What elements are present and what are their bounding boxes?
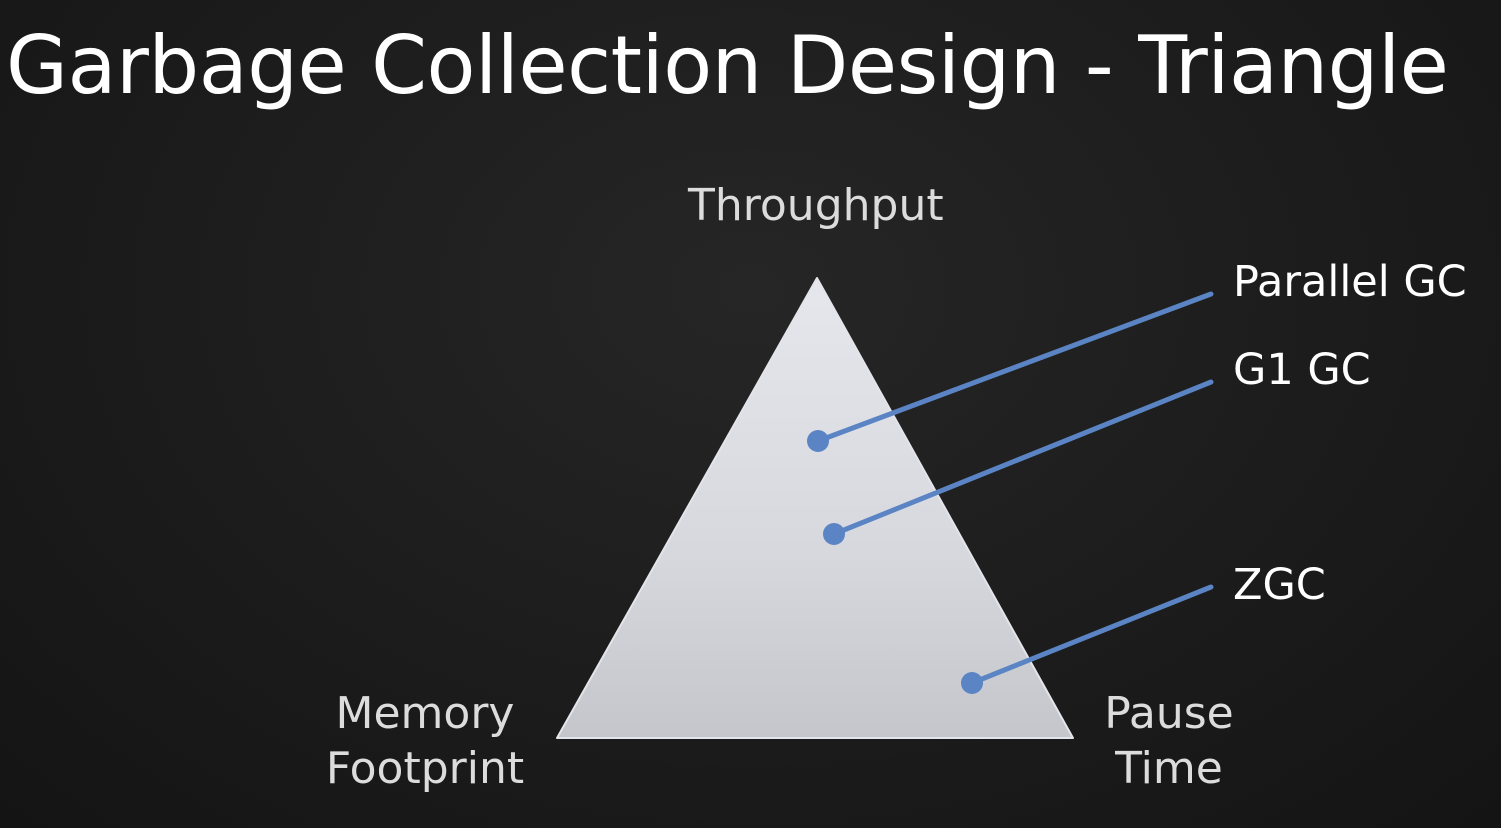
- collector-label-parallel-gc: Parallel GC: [1233, 257, 1467, 307]
- connector-g1-gc: [823, 379, 1214, 545]
- parallel-gc-marker: [807, 430, 829, 452]
- memory-footprint-line-2: Footprint: [325, 743, 525, 794]
- collector-label-zgc: ZGC: [1233, 560, 1326, 610]
- vertex-label-pause-time: Pause Time: [1086, 686, 1252, 796]
- connector-parallel-gc: [807, 291, 1214, 452]
- collector-label-g1-gc: G1 GC: [1233, 345, 1371, 395]
- vertex-label-memory-footprint: Memory Footprint: [318, 686, 532, 796]
- pause-time-line-2: Time: [1115, 743, 1223, 794]
- slide-title: Garbage Collection Design - Triangle: [6, 19, 1449, 112]
- g1-gc-marker: [823, 523, 845, 545]
- vertex-label-throughput: Throughput: [688, 180, 944, 231]
- design-triangle: [556, 277, 1074, 739]
- memory-footprint-line-1: Memory: [335, 688, 515, 739]
- connector-zgc: [961, 584, 1214, 694]
- zgc-marker: [961, 672, 983, 694]
- pause-time-line-1: Pause: [1104, 688, 1234, 739]
